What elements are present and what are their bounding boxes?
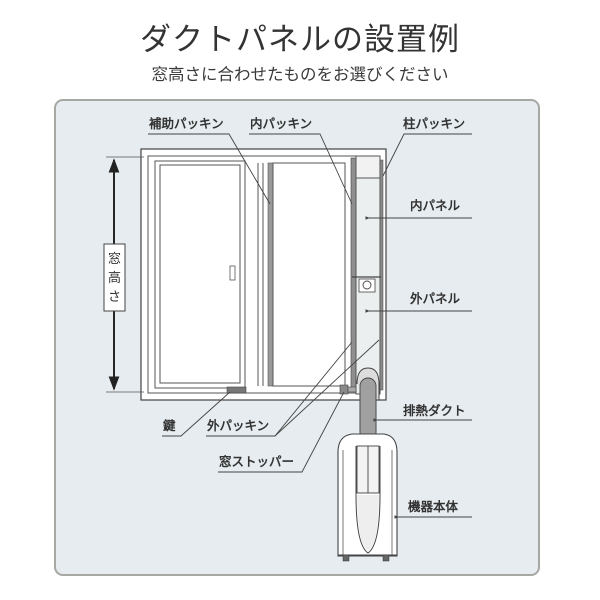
callouts: 補助パッキン 内パッキン 柱パッキン 内パネル 外パネル 排熱ダクト 機器本体 … bbox=[148, 116, 472, 519]
dimension-label-char: さ bbox=[108, 290, 121, 305]
label-unit-body: 機器本体 bbox=[408, 499, 459, 514]
label-inner-gasket: 内パッキン bbox=[250, 116, 312, 131]
label-outer-gasket: 外パッキン bbox=[206, 418, 269, 433]
window-frame bbox=[140, 148, 387, 401]
dimension-label-char: 窓 bbox=[108, 251, 121, 267]
page-subtitle: 窓高さに合わせたものをお選びください bbox=[151, 65, 449, 84]
dimension-label-char: 高 bbox=[108, 270, 121, 286]
duct-panel bbox=[350, 155, 384, 395]
label-window-stopper: 窓ストッパー bbox=[219, 454, 294, 469]
label-pillar-gasket: 柱パッキン bbox=[403, 116, 465, 131]
unit-body bbox=[337, 433, 398, 562]
label-key: 鍵 bbox=[163, 418, 176, 433]
page-title: ダクトパネルの設置例 bbox=[140, 22, 460, 58]
window-height-dimension: 窓 高 さ bbox=[103, 156, 144, 393]
exhaust-duct bbox=[356, 367, 380, 439]
label-exhaust-duct: 排熱ダクト bbox=[403, 403, 466, 418]
window-stopper bbox=[339, 384, 357, 395]
label-aux-gasket: 補助パッキン bbox=[148, 116, 224, 131]
label-outer-panel: 外パネル bbox=[409, 291, 461, 306]
label-inner-panel: 内パネル bbox=[410, 198, 461, 213]
